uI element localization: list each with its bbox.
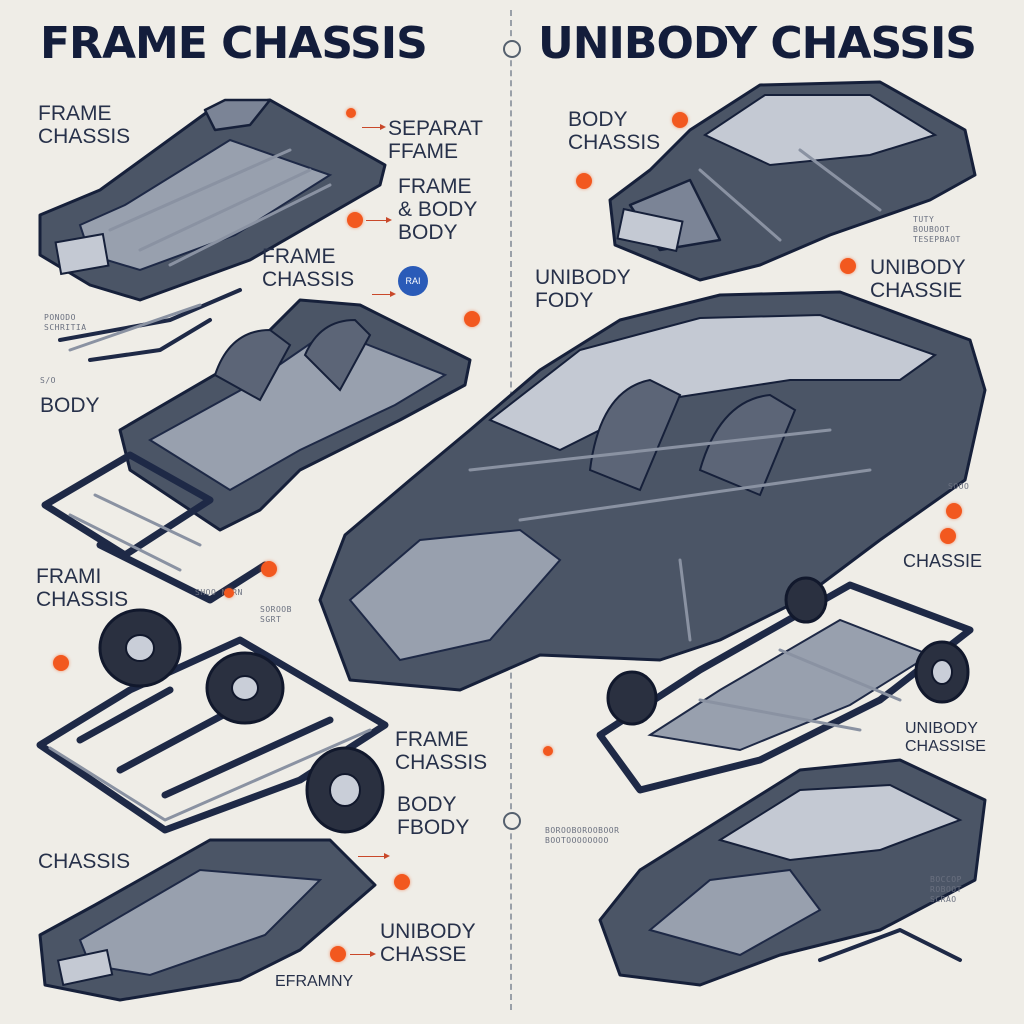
label-unibody-chasse: UNIBODY CHASSE <box>380 920 476 966</box>
callout-dot-icon <box>672 112 688 128</box>
callout-dot-icon <box>946 503 962 519</box>
callout-dot-icon <box>347 212 363 228</box>
label-separat-frame: SEPARAT FFAME <box>388 117 483 163</box>
label-unibody-fody: UNIBODY FODY <box>535 266 631 312</box>
callout-dot-icon <box>330 946 346 962</box>
label-eframny: EFRAMNY <box>275 973 354 990</box>
tiny-text-block: TUTY BOUBOOT TESEPBAOT <box>913 215 961 244</box>
label-unibody-chassie: UNIBODY CHASSIE <box>870 256 966 302</box>
divider-node-icon <box>503 40 521 58</box>
callout-dot-icon <box>464 311 480 327</box>
callout-dot-icon <box>53 655 69 671</box>
unibody-platform-illustration <box>596 576 974 794</box>
callout-arrow-icon <box>366 217 392 223</box>
unibody-car-top-illustration <box>608 80 977 282</box>
label-chassie: CHASSIE <box>903 551 983 571</box>
label-body-chassis: BODY CHASSIS <box>568 108 661 154</box>
tiny-text-block: BOROOBOROOBOOR BOOTOOOOOOOO <box>545 826 620 845</box>
callout-arrow-icon <box>350 951 376 957</box>
callout-arrow-icon <box>358 853 390 859</box>
tiny-text-block: BOCCOP ROBOOT SCRAO <box>930 875 962 904</box>
unibody-chassis-title: UNIBODY CHASSIS <box>538 18 977 69</box>
divider-node-icon <box>503 812 521 830</box>
label-fram-chassis: FRAMI CHASSIS <box>36 565 129 611</box>
blue-badge-icon: RAI <box>398 266 428 296</box>
unibody-shell-center-illustration <box>318 290 987 692</box>
ladder-frame-with-wheels-illustration <box>36 608 389 834</box>
tiny-text-block: S/O <box>40 376 56 385</box>
callout-dot-icon <box>576 173 592 189</box>
label-frame-chassis-low: FRAME CHASSIS <box>395 728 488 774</box>
label-frame-chassis-mid: FRAME CHASSIS <box>262 245 355 291</box>
callout-dot-icon <box>261 561 277 577</box>
callout-dot-icon <box>346 108 356 118</box>
label-unibody-chassise: UNIBODY CHASSISE <box>905 720 986 755</box>
callout-dot-icon <box>394 874 410 890</box>
callout-arrow-icon <box>372 291 396 297</box>
label-frame-body: FRAME & BODY BODY <box>398 175 478 244</box>
frame-chassis-body-tub-illustration <box>41 298 472 604</box>
tiny-text-block: SOOO <box>948 482 970 491</box>
callout-dot-icon <box>543 746 553 756</box>
label-chassis: CHASSIS <box>38 850 131 873</box>
callout-dot-icon <box>224 588 234 598</box>
callout-dot-icon <box>940 528 956 544</box>
tiny-text-block: SOROOB SGRT <box>260 605 292 624</box>
frame-chassis-title: FRAME CHASSIS <box>40 18 428 69</box>
frame-sketch-illustration <box>58 288 242 362</box>
callout-arrow-icon <box>362 124 386 130</box>
tiny-text-block: SHOO NORN <box>195 588 243 597</box>
label-body-fbody: BODY FBODY <box>397 793 470 839</box>
tiny-text-block: PONODO SCHRITIA <box>44 313 87 332</box>
unibody-rear-shell-illustration <box>598 758 987 987</box>
callout-dot-icon <box>840 258 856 274</box>
frame-chassis-car-body-illustration <box>38 98 387 302</box>
label-body: BODY <box>40 394 100 417</box>
label-frame-chassis-top: FRAME CHASSIS <box>38 102 131 148</box>
frame-chassis-lower-body-illustration <box>38 838 377 1002</box>
